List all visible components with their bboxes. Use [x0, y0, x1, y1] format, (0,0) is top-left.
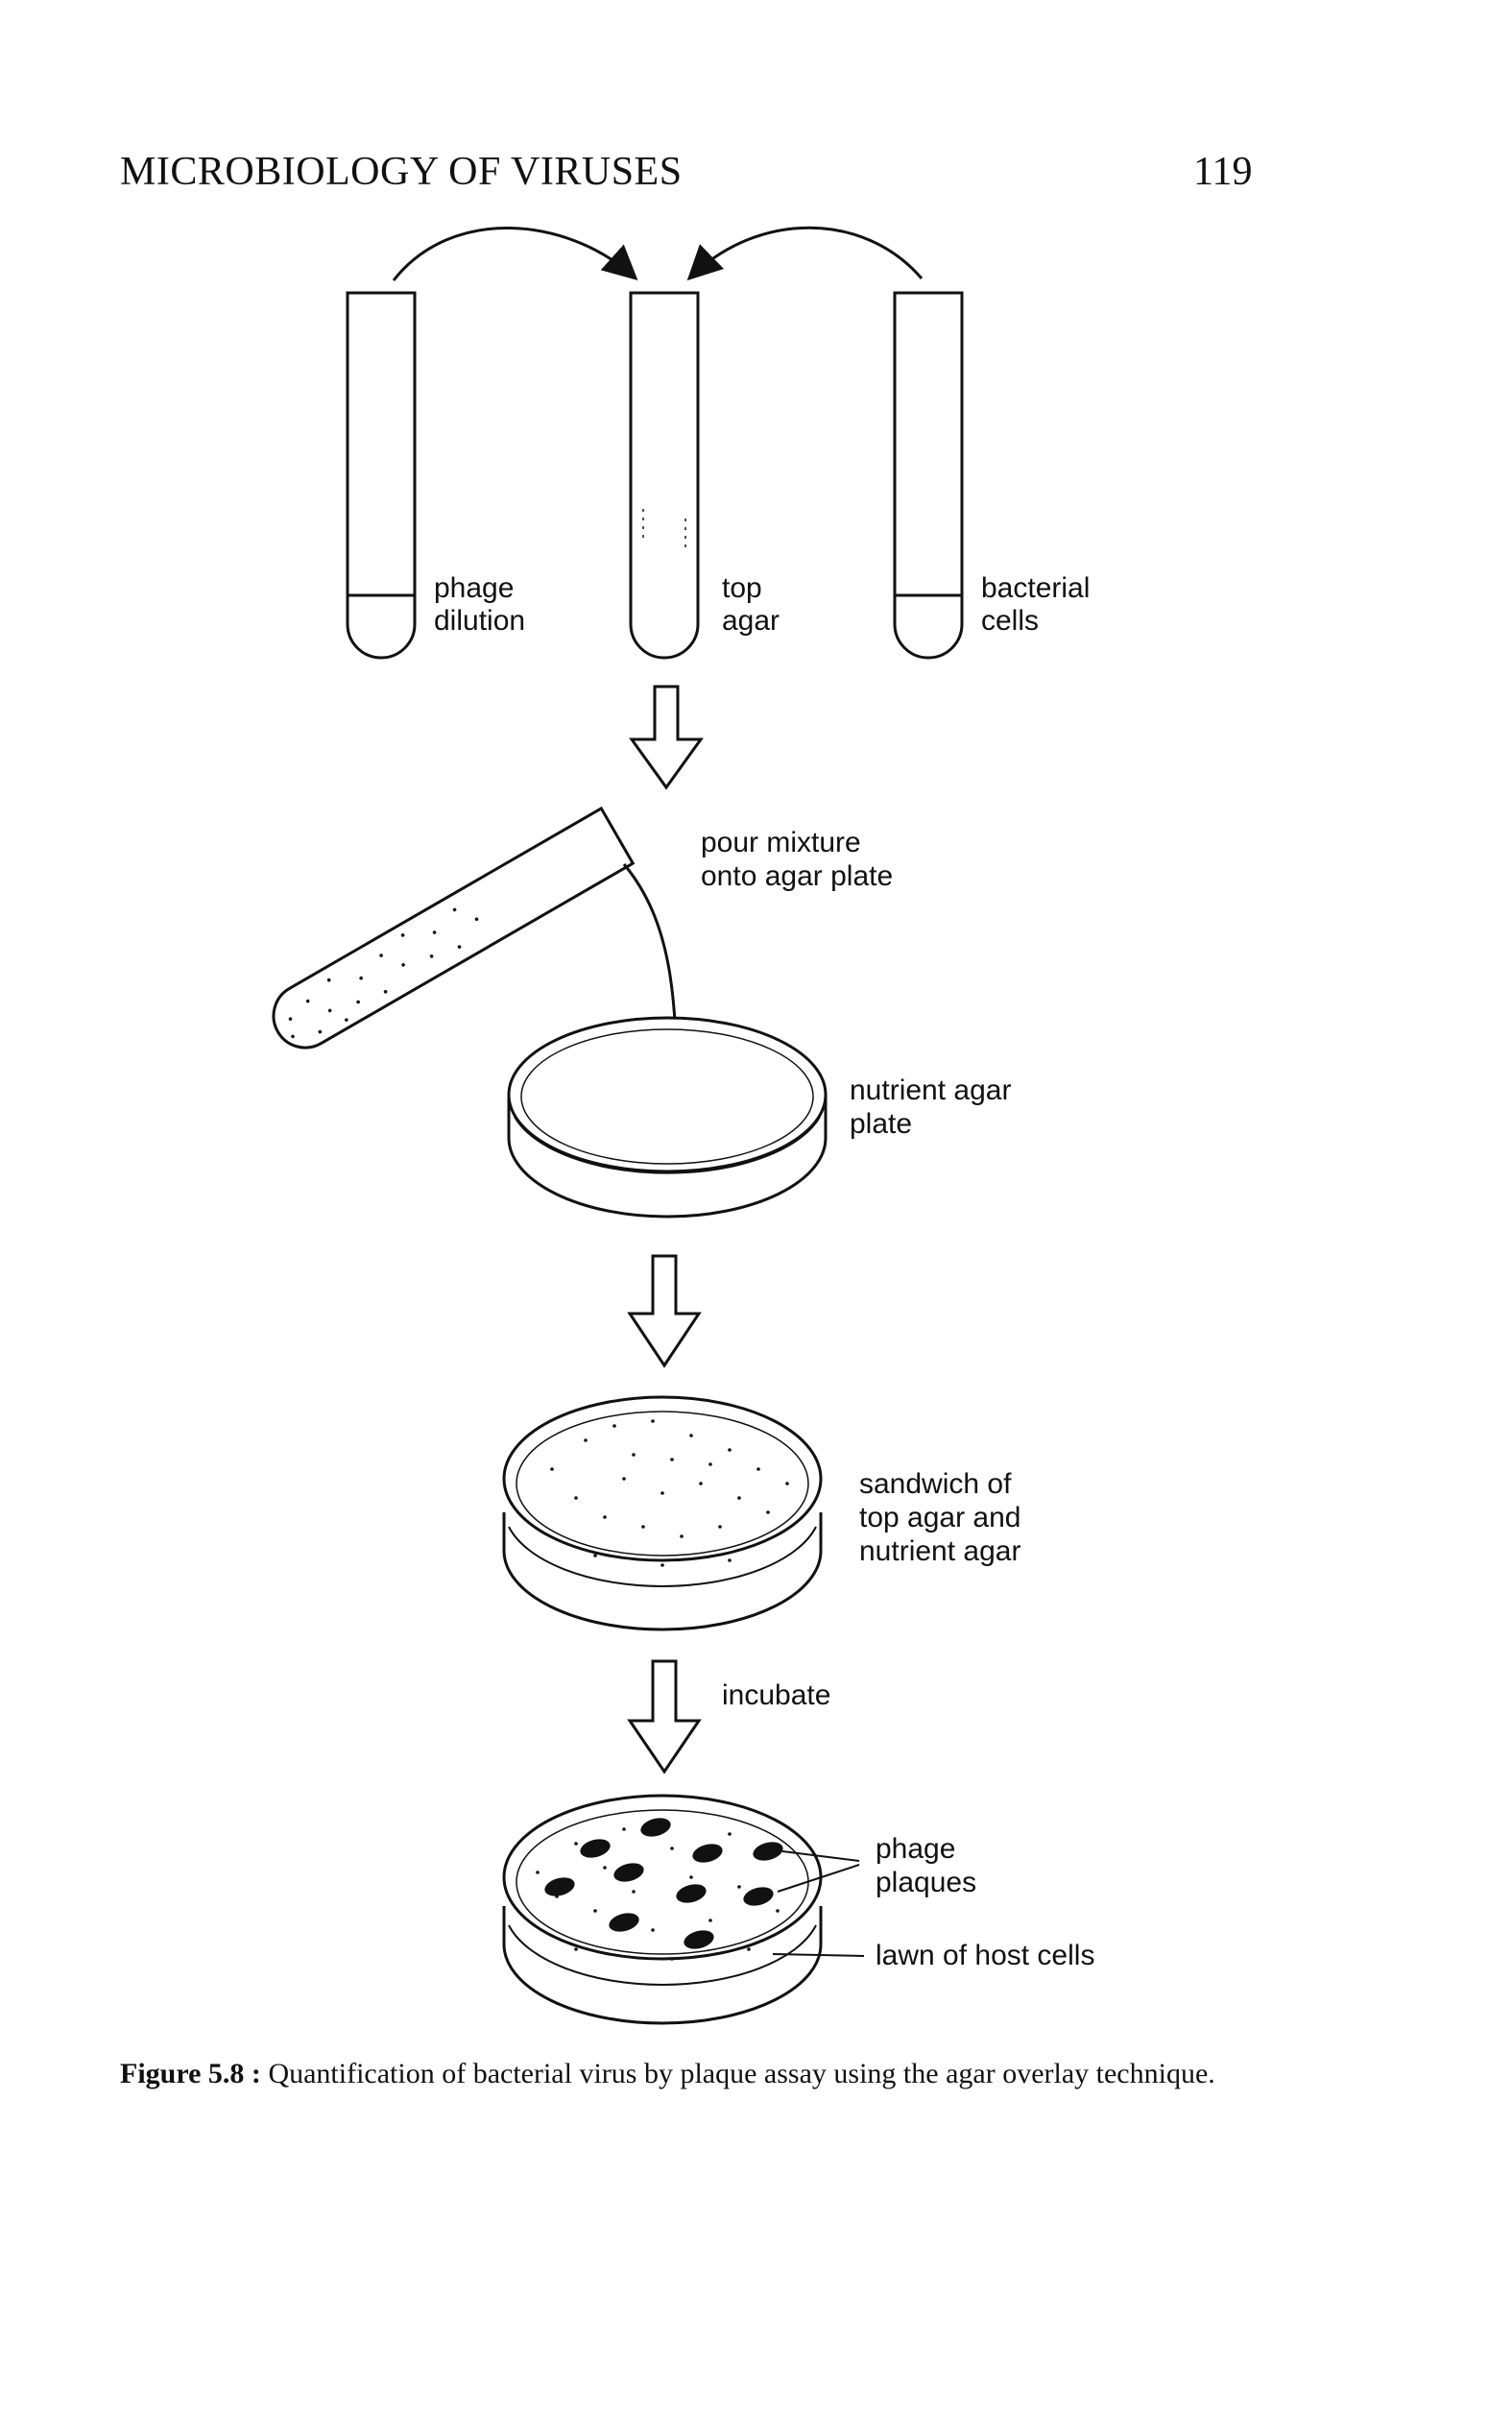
label-nutrient-plate-2: plate	[850, 1108, 912, 1140]
test-tube-bacterial-cells	[893, 291, 964, 660]
label-top-agar-1: top	[722, 572, 762, 604]
label-sandwich-1: sandwich of	[859, 1468, 1012, 1500]
label-plaques-1: phage	[876, 1833, 955, 1865]
plaque	[580, 1839, 611, 1858]
transfer-arrow-left	[392, 227, 638, 281]
plaque	[753, 1842, 783, 1861]
plaque	[684, 1930, 714, 1949]
label-lawn: lawn of host cells	[876, 1940, 1094, 1971]
running-title: MICROBIOLOGY OF VIRUSES	[120, 150, 683, 194]
test-tube-phage-dilution	[346, 291, 417, 660]
down-arrow-1	[629, 685, 704, 790]
label-bacterial-cells-2: cells	[981, 605, 1039, 637]
plaque	[544, 1877, 575, 1896]
figure-label: Figure 5.8 :	[120, 2058, 261, 2089]
label-pour-1: pour mixture	[701, 827, 861, 858]
label-phage-dilution-1: phage	[434, 572, 514, 604]
label-sandwich-3: nutrient agar	[859, 1535, 1020, 1567]
pouring-tube	[272, 806, 636, 1050]
sandwich-plate	[502, 1395, 823, 1631]
plaque	[692, 1844, 723, 1863]
plaque-plate	[502, 1794, 823, 2025]
label-incubate: incubate	[722, 1679, 830, 1711]
transfer-arrow-right	[686, 226, 924, 281]
label-nutrient-plate-1: nutrient agar	[850, 1074, 1011, 1106]
page-number: 119	[1193, 150, 1253, 194]
figure-caption-text: Quantification of bacterial virus by pla…	[268, 2058, 1215, 2089]
plaque	[640, 1818, 671, 1837]
plaque	[743, 1887, 774, 1906]
label-sandwich-2: top agar and	[859, 1502, 1020, 1533]
plaque	[676, 1884, 707, 1903]
label-phage-dilution-2: dilution	[434, 605, 525, 637]
label-pour-2: onto agar plate	[701, 860, 893, 892]
plaque	[613, 1863, 644, 1882]
lawn-pointer	[772, 1953, 865, 1957]
label-bacterial-cells-1: bacterial	[981, 572, 1090, 604]
test-tube-top-agar	[629, 291, 700, 660]
down-arrow-3	[627, 1659, 702, 1774]
down-arrow-2	[627, 1254, 702, 1368]
label-top-agar-2: agar	[722, 605, 780, 637]
phage-plaques	[544, 1818, 783, 1949]
plaques-pointer	[777, 1850, 860, 1893]
label-plaques-2: plaques	[876, 1867, 976, 1898]
plaque	[609, 1913, 639, 1932]
figure-caption: Figure 5.8 : Quantification of bacterial…	[120, 2055, 1262, 2093]
nutrient-agar-plate	[507, 1016, 828, 1219]
